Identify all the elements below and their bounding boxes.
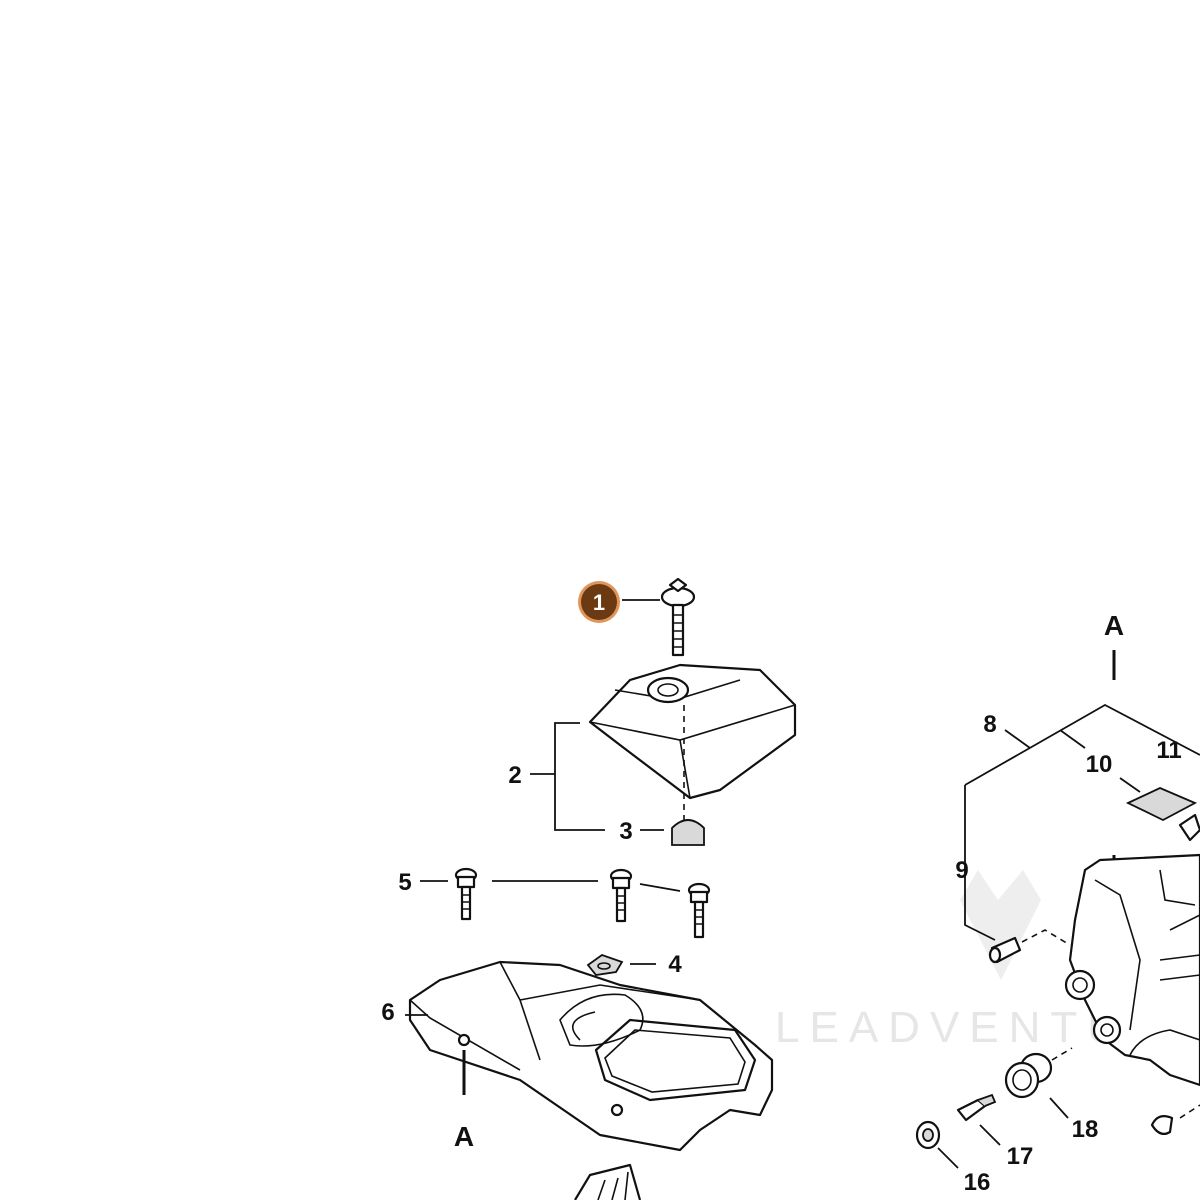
callout-1-label: 1 (593, 590, 605, 615)
part-18-bushing[interactable] (1004, 1052, 1053, 1099)
part-10-plate[interactable] (1125, 787, 1198, 822)
callout-18: 18 (1072, 1116, 1099, 1143)
leader-5-c (639, 883, 681, 892)
part-handle-partial (574, 1163, 642, 1200)
part-9-plug[interactable] (988, 936, 1022, 964)
callout-17: 17 (1007, 1143, 1034, 1170)
callout-11: 11 (1156, 737, 1181, 764)
assembly-box-left (964, 785, 996, 941)
watermark-logo-icon (960, 870, 1041, 980)
leader-16 (937, 1147, 959, 1169)
leader-18 (1049, 1097, 1069, 1119)
callout-1-badge[interactable]: 1 (578, 581, 620, 623)
callout-2: 2 (508, 762, 521, 789)
part-5-screw-b[interactable] (609, 868, 633, 923)
callout-9: 9 (955, 857, 968, 884)
part-5-screw-a[interactable] (454, 867, 478, 921)
assembly-box-top (964, 703, 1200, 786)
leader-10 (1119, 777, 1141, 793)
callout-8: 8 (983, 711, 996, 738)
badge-fill (581, 584, 617, 620)
assembly-line-9 (1021, 929, 1071, 946)
part-5-screw-c[interactable] (687, 882, 711, 939)
part-4-clip[interactable] (586, 953, 624, 976)
leader-8 (1004, 729, 1031, 749)
callout-4: 4 (668, 951, 682, 978)
leader-8b (1059, 729, 1086, 749)
callout-6: 6 (381, 999, 394, 1026)
part-6-shroud[interactable] (408, 960, 774, 1152)
callout-10: 10 (1086, 751, 1113, 778)
part-3-grommet[interactable] (671, 819, 705, 846)
part-2-filter-cover[interactable] (588, 663, 797, 800)
part-17-stud[interactable] (956, 1093, 997, 1122)
section-mark-bottom: A (454, 1121, 474, 1152)
section-mark-top: A (1104, 610, 1124, 641)
callout-16: 16 (964, 1169, 991, 1196)
part-right-edge-plug (1150, 1104, 1200, 1135)
callout-5: 5 (398, 869, 411, 896)
part-1-screw[interactable] (660, 577, 696, 657)
leader-17 (979, 1124, 1001, 1146)
part-16-nut[interactable] (915, 1120, 941, 1150)
part-crankcase (1064, 813, 1200, 1087)
assembly-line-18 (1051, 1047, 1073, 1061)
bracket-2-3 (554, 722, 605, 831)
callout-3: 3 (619, 818, 632, 845)
